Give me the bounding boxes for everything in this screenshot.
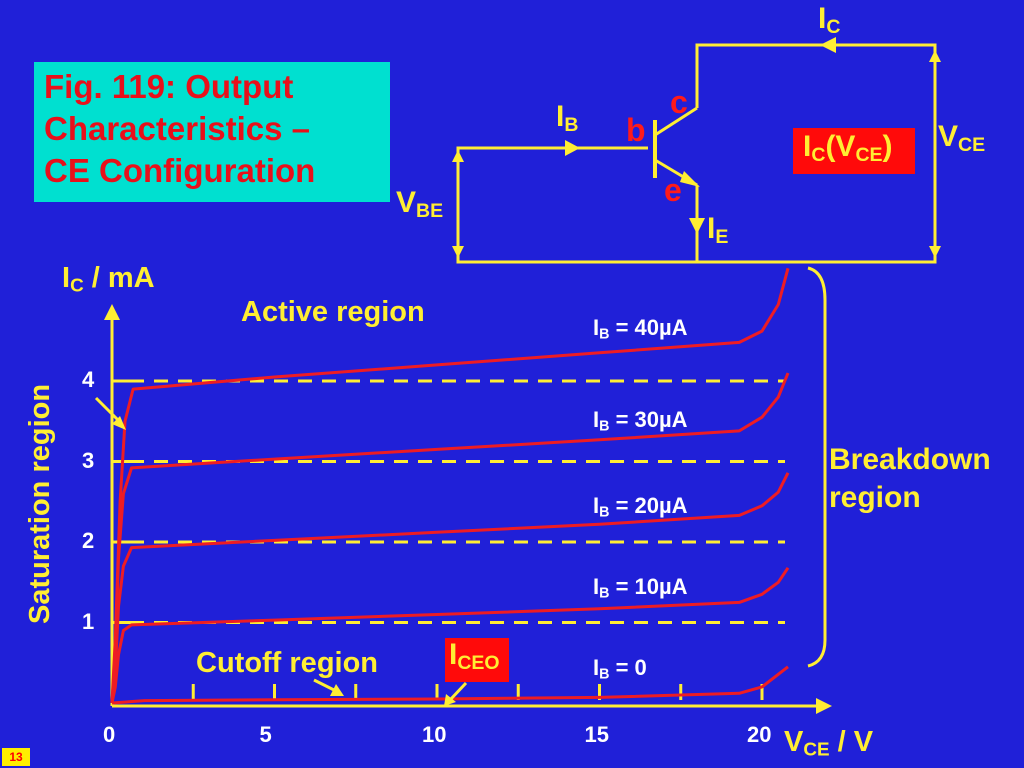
figure-title-line-1: Fig. 119: Output (44, 68, 294, 105)
series-label-1: IB = 10µA (593, 573, 688, 602)
ie-label: IE (707, 212, 729, 248)
base-terminal-label: b (626, 112, 646, 148)
ic-vce-function-label: IC(VCE) (803, 130, 893, 166)
saturation-region-label: Saturation region (24, 383, 56, 624)
cutoff-region-label: Cutoff region (196, 647, 379, 679)
vce-arrow-bottom-icon (929, 246, 941, 258)
ic-label: IC (818, 2, 841, 38)
y-tick-label-1: 1 (82, 608, 95, 634)
series-label-3: IB = 30µA (593, 407, 688, 435)
breakdown-bracket (807, 266, 827, 668)
breakdown-region-label-line-2: region (829, 481, 921, 514)
iceo-arrow-icon (444, 694, 456, 706)
y-axis-arrow-icon (104, 304, 120, 320)
ie-arrow-icon (689, 218, 705, 234)
saturation-arrow-icon (112, 416, 126, 430)
y-tick-label-3: 3 (82, 447, 95, 473)
iceo-pointer (448, 681, 468, 702)
x-tick-label-10: 10 (422, 722, 447, 747)
curve-series-0 (111, 665, 789, 705)
slide-number: 13 (2, 748, 30, 766)
x-tick-label-0: 0 (103, 722, 116, 747)
ic-arrow-icon (820, 37, 836, 53)
y-tick-label-4: 4 (82, 367, 95, 392)
x-tick-label-20: 20 (747, 722, 772, 747)
x-axis-label: VCE / V (784, 726, 874, 760)
ib-arrow-icon (565, 140, 580, 156)
active-region-label: Active region (241, 296, 425, 328)
vbe-arrow-bottom-icon (452, 246, 464, 258)
vce-circuit-label: VCE (938, 120, 986, 156)
curve-series-4 (110, 267, 790, 704)
series-label-4: IB = 40µA (593, 314, 688, 343)
figure-title-box: Fig. 119: Output Characteristics – CE Co… (34, 62, 390, 202)
figure-title-line-2: Characteristics – (44, 110, 310, 147)
collector-wire (456, 43, 937, 264)
ib-label: IB (556, 100, 579, 136)
x-tick-label-5: 5 (259, 722, 272, 747)
collector-lead (654, 106, 698, 137)
ic-vce-label-box (793, 128, 915, 174)
saturation-pointer (94, 396, 122, 424)
vbe-arrow-top-icon (452, 150, 464, 162)
characteristic-curves (110, 267, 790, 705)
curve-series-1 (110, 566, 790, 704)
y-tick-label-2: 2 (82, 528, 95, 553)
y-axis-label: IC / mA (62, 262, 155, 296)
iceo-label-box (445, 638, 509, 682)
vce-arrow-top-icon (929, 50, 941, 62)
series-label-0: IB = 0 (593, 655, 647, 683)
vbe-label: VBE (396, 186, 444, 222)
x-axis-arrow-icon (816, 698, 832, 714)
cutoff-arrow-icon (330, 684, 344, 696)
figure-title-line-3: CE Configuration (44, 152, 316, 189)
collector-terminal-label: c (670, 84, 688, 120)
series-label-2: IB = 20µA (593, 492, 688, 521)
emitter-terminal-label: e (664, 172, 682, 208)
breakdown-region-label-line-1: Breakdown (829, 443, 991, 476)
iceo-label: ICEO (449, 638, 500, 674)
x-tick-label-15: 15 (584, 722, 609, 747)
emitter-arrow-icon (680, 171, 700, 187)
